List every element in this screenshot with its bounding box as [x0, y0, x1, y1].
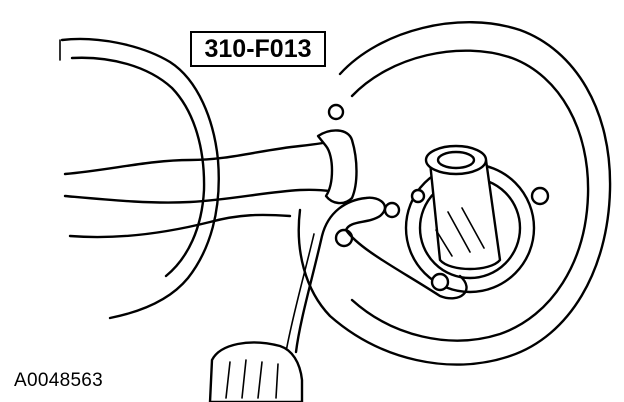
wire-hook-inner: [285, 233, 315, 353]
hose-lower: [68, 213, 292, 239]
flange-outer-ring: [297, 21, 612, 366]
hose-top: [63, 138, 340, 176]
wire-hook: [294, 196, 468, 354]
hose-end: [316, 129, 358, 205]
hose-bottom: [63, 188, 354, 204]
tool-number-label: 310-F013: [190, 31, 326, 67]
pump-neck-bore: [436, 150, 476, 170]
bolt-top-left: [410, 188, 426, 204]
bolt-right: [530, 186, 550, 206]
figure-id: A0048563: [14, 370, 104, 391]
flange-inner-ring: [350, 49, 590, 342]
pump-neck-rib: [435, 207, 485, 257]
flange-hole: [327, 103, 345, 121]
bolt-left: [383, 201, 401, 219]
bolt-bottom: [430, 272, 450, 292]
tank-outline: [60, 37, 220, 320]
bolt-lower-left: [334, 228, 354, 248]
tool-handle: [208, 341, 304, 402]
tool-handle-grip: [225, 359, 279, 399]
pump-neck-top: [424, 144, 488, 176]
tank-inner-outline: [70, 56, 206, 278]
